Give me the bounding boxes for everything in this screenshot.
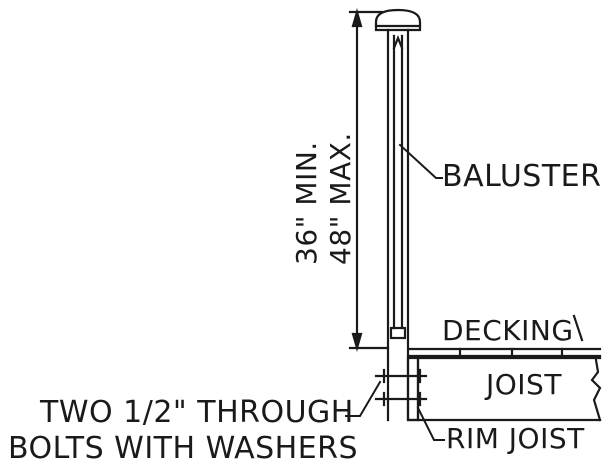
dimension-max-label: 48" MAX.	[324, 132, 357, 265]
rim-joist-leader	[416, 406, 445, 441]
baluster-leader	[398, 143, 443, 179]
dimension-arrow-bottom	[351, 332, 363, 353]
decking-label: DECKING	[442, 314, 574, 347]
bolts-leader-line	[345, 380, 382, 417]
rim-joist-leader-line	[416, 406, 445, 441]
baluster-cap	[374, 8, 422, 32]
bolts-label-line1: TWO 1/2" THROUGH	[39, 395, 354, 430]
dimension-min-label: 36" MIN.	[290, 141, 323, 265]
baluster-post	[374, 8, 422, 422]
rim-joist-label: RIM JOIST	[446, 422, 585, 455]
joist-label: JOIST	[484, 368, 562, 401]
decking-leader-line	[572, 314, 584, 342]
baluster-label: BALUSTER	[442, 159, 601, 194]
baluster-leader-line	[398, 143, 443, 179]
dimension-labels: 36" MIN. 48" MAX.	[290, 132, 357, 265]
dimension-arrow-top	[351, 7, 363, 28]
rim-joist	[374, 356, 602, 422]
decking	[408, 314, 602, 358]
bolts-leader	[345, 380, 382, 417]
height-dimension	[348, 7, 390, 353]
bolts-label-line2: BOLTS WITH WASHERS	[8, 431, 358, 466]
joist-break-symbol	[590, 358, 602, 422]
rim-joist-face	[406, 356, 420, 422]
post-bottom-block	[389, 326, 407, 340]
post-top-detail	[392, 35, 404, 50]
